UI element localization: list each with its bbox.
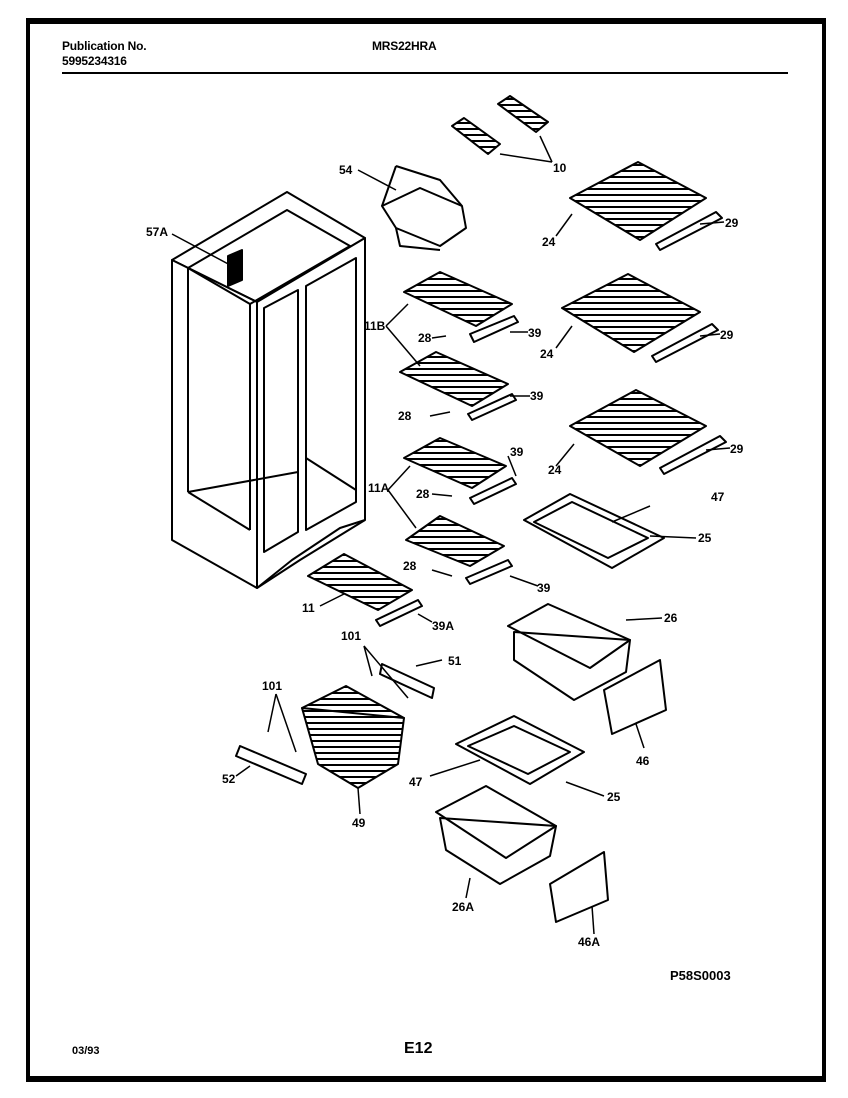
part-label-39: 39 <box>510 445 524 459</box>
part-label-47: 47 <box>409 775 423 789</box>
part-label-57a: 57A <box>146 225 168 239</box>
freezer-shelves-drawing <box>307 271 519 627</box>
freezer-basket-drawing <box>301 685 405 789</box>
part-label-54: 54 <box>339 163 353 177</box>
part-label-11a: 11A <box>368 481 390 495</box>
part-label-10: 10 <box>553 161 567 175</box>
publication-number: 5995234316 <box>62 54 127 68</box>
part-labels: 10 54 57A 24 29 11B 28 39 24 29 28 39 24… <box>146 161 744 949</box>
part-label-11: 11 <box>302 601 315 615</box>
part-label-101: 101 <box>341 629 361 643</box>
crisper-pan-drawing <box>435 603 631 885</box>
leader-lines <box>171 135 731 935</box>
drawer-front-drawing <box>549 659 667 923</box>
part-label-25: 25 <box>607 790 621 804</box>
part-label-11b: 11B <box>364 319 386 333</box>
part-label-24: 24 <box>548 463 562 477</box>
part-label-28: 28 <box>403 559 417 573</box>
part-label-46: 46 <box>636 754 650 768</box>
part-label-26: 26 <box>664 611 678 625</box>
part-label-39: 39 <box>537 581 551 595</box>
part-label-28: 28 <box>398 409 412 423</box>
part-label-28: 28 <box>416 487 430 501</box>
part-label-28: 28 <box>418 331 432 345</box>
part-label-39a: 39A <box>432 619 454 633</box>
part-label-29: 29 <box>725 216 739 230</box>
model-number: MRS22HRA <box>372 39 437 53</box>
part-label-46a: 46A <box>578 935 600 949</box>
rails-drawing <box>235 663 435 785</box>
footer-date: 03/93 <box>72 1045 100 1057</box>
part-label-39: 39 <box>528 326 542 340</box>
crisper-cover-drawing <box>455 493 665 785</box>
publication-label: Publication No. <box>62 39 147 53</box>
part-label-52: 52 <box>222 772 236 786</box>
part-label-25: 25 <box>698 531 712 545</box>
door-bin-drawing <box>381 165 467 251</box>
part-label-39: 39 <box>530 389 544 403</box>
page-number: E12 <box>404 1040 433 1057</box>
part-label-49: 49 <box>352 816 366 830</box>
part-label-47: 47 <box>711 490 725 504</box>
header-rule <box>62 72 788 74</box>
part-label-29: 29 <box>720 328 734 342</box>
part-label-51: 51 <box>448 654 462 668</box>
part-label-26a: 26A <box>452 900 474 914</box>
figure-code: P58S0003 <box>670 968 731 983</box>
glass-shelves-drawing <box>561 161 727 475</box>
part-label-24: 24 <box>540 347 554 361</box>
part-label-101: 101 <box>262 679 282 693</box>
part-label-29: 29 <box>730 442 744 456</box>
ice-trays-drawing <box>451 95 549 155</box>
cabinet-drawing <box>171 191 366 589</box>
page-border <box>26 18 826 1082</box>
part-label-24: 24 <box>542 235 556 249</box>
